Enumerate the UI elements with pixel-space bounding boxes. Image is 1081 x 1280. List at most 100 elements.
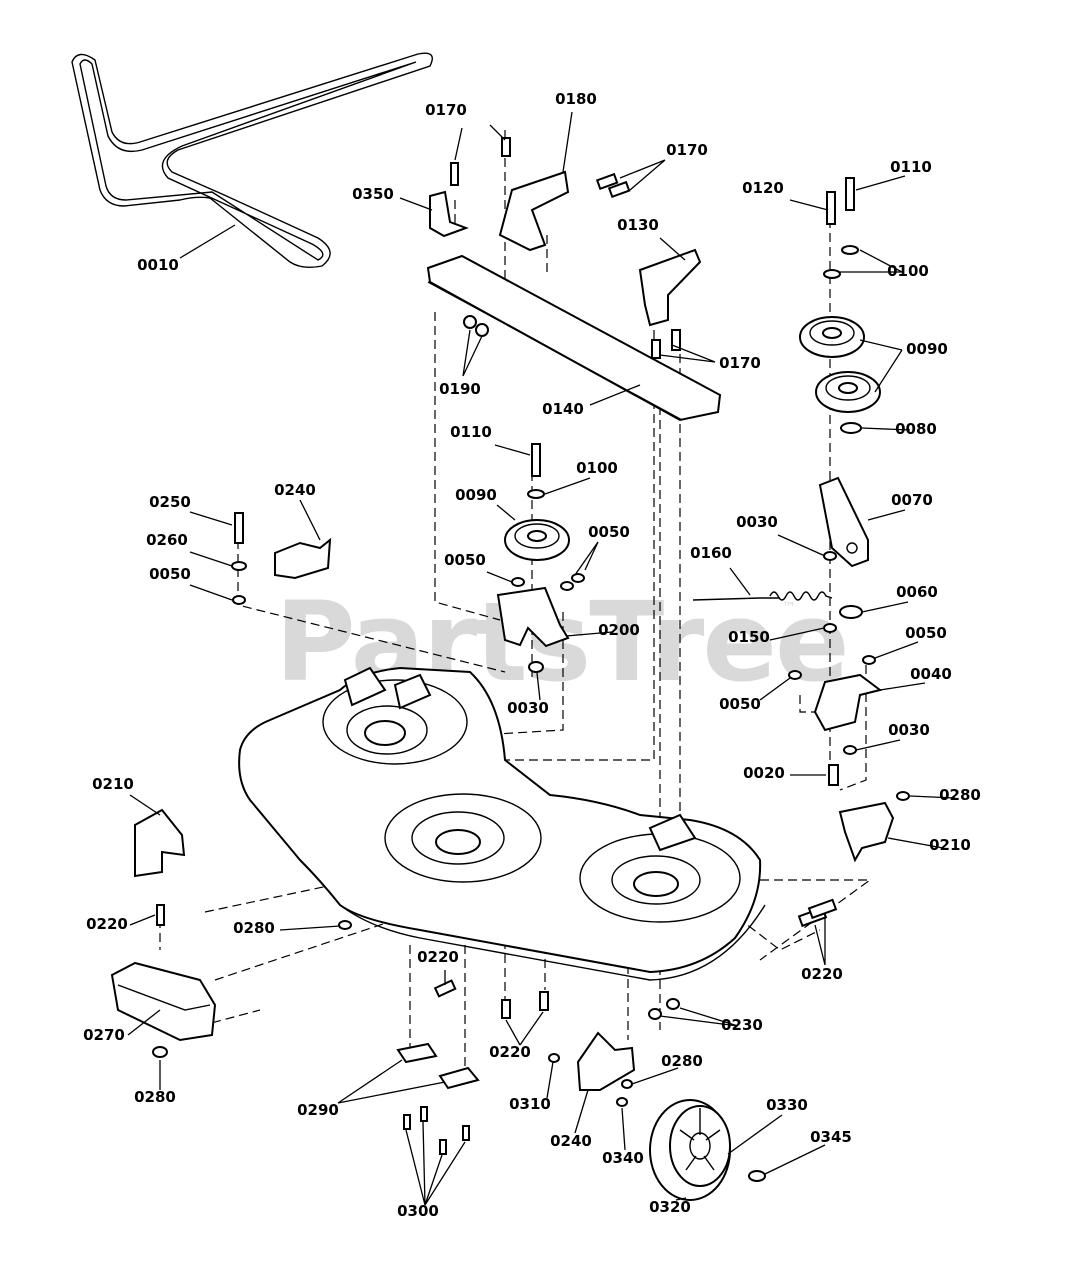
bolt-0170-top[interactable]: [450, 162, 459, 186]
nut-0280-right[interactable]: [896, 791, 910, 801]
screw-0300-a[interactable]: [403, 1114, 411, 1130]
nut-0050-center-c[interactable]: [571, 573, 585, 583]
pulley-0090-center[interactable]: [504, 519, 570, 561]
belt-0010[interactable]: [71, 52, 433, 269]
part-label-0040[interactable]: 0040: [910, 665, 952, 683]
bracket-0180[interactable]: [498, 170, 570, 252]
part-label-0300[interactable]: 0300: [397, 1202, 439, 1220]
bolt-0220-center[interactable]: [433, 979, 457, 998]
part-label-0240[interactable]: 0240: [274, 481, 316, 499]
part-label-0030[interactable]: 0030: [507, 699, 549, 717]
part-label-0170[interactable]: 0170: [719, 354, 761, 372]
bolt-0170-right[interactable]: [671, 329, 681, 351]
part-label-0220[interactable]: 0220: [86, 915, 128, 933]
nut-0030-lower[interactable]: [843, 745, 857, 755]
part-label-0010[interactable]: 0010: [137, 256, 179, 274]
part-label-0190[interactable]: 0190: [439, 380, 481, 398]
part-label-0240[interactable]: 0240: [550, 1132, 592, 1150]
part-label-0260[interactable]: 0260: [146, 531, 188, 549]
nut-0310[interactable]: [548, 1053, 560, 1063]
part-label-0320[interactable]: 0320: [649, 1198, 691, 1216]
part-label-0030[interactable]: 0030: [888, 721, 930, 739]
pulley-0090-right-lower[interactable]: [815, 371, 881, 413]
nut-0050-right-a[interactable]: [862, 655, 876, 665]
spring-0160[interactable]: [692, 591, 833, 601]
nut-0030-center[interactable]: [528, 661, 544, 673]
part-label-0270[interactable]: 0270: [83, 1026, 125, 1044]
part-label-0210[interactable]: 0210: [92, 775, 134, 793]
part-label-0140[interactable]: 0140: [542, 400, 584, 418]
part-label-0130[interactable]: 0130: [617, 216, 659, 234]
part-label-0150[interactable]: 0150: [728, 628, 770, 646]
pulley-0090-right-upper[interactable]: [799, 316, 865, 358]
part-label-0280[interactable]: 0280: [939, 786, 981, 804]
part-label-0060[interactable]: 0060: [896, 583, 938, 601]
part-label-0030[interactable]: 0030: [736, 513, 778, 531]
part-label-0100[interactable]: 0100: [576, 459, 618, 477]
part-label-0170[interactable]: 0170: [425, 101, 467, 119]
nut-0150[interactable]: [823, 623, 837, 633]
bolt-0250[interactable]: [234, 512, 244, 544]
part-label-0050[interactable]: 0050: [905, 624, 947, 642]
part-label-0110[interactable]: 0110: [450, 423, 492, 441]
bracket-0040[interactable]: [813, 673, 883, 732]
washer-0080[interactable]: [840, 422, 862, 434]
nut-0280-deck[interactable]: [338, 920, 352, 930]
screw-0300-b[interactable]: [420, 1106, 428, 1122]
bolt-0170-side-a[interactable]: [595, 172, 619, 191]
nut-0190-b[interactable]: [475, 323, 489, 337]
part-label-0070[interactable]: 0070: [891, 491, 933, 509]
part-label-0345[interactable]: 0345: [810, 1128, 852, 1146]
nut-0280-wheel[interactable]: [621, 1079, 633, 1089]
bolt-0220-right-b[interactable]: [807, 898, 838, 920]
bolt-0220-lower-b[interactable]: [539, 991, 549, 1011]
washer-0100-center[interactable]: [527, 489, 545, 499]
bracket-0240-lower[interactable]: [576, 1031, 636, 1091]
part-label-0080[interactable]: 0080: [895, 420, 937, 438]
part-label-0220[interactable]: 0220: [801, 965, 843, 983]
part-label-0310[interactable]: 0310: [509, 1095, 551, 1113]
bracket-0210-left[interactable]: [134, 808, 186, 878]
part-label-0050[interactable]: 0050: [588, 523, 630, 541]
part-label-0280[interactable]: 0280: [661, 1052, 703, 1070]
nut-0230-b[interactable]: [666, 998, 680, 1010]
part-label-0200[interactable]: 0200: [598, 621, 640, 639]
screw-0300-d[interactable]: [462, 1125, 470, 1141]
washer-0060[interactable]: [839, 605, 863, 619]
bracket-0130[interactable]: [638, 248, 702, 327]
nut-0050-right-b[interactable]: [788, 670, 802, 680]
nut-0230-a[interactable]: [648, 1008, 662, 1020]
bolt-0170-right-b[interactable]: [651, 339, 661, 359]
part-label-0110[interactable]: 0110: [890, 158, 932, 176]
nut-0030-right[interactable]: [823, 551, 837, 561]
deck-bar-0140[interactable]: [426, 254, 722, 422]
part-label-0330[interactable]: 0330: [766, 1096, 808, 1114]
part-label-0050[interactable]: 0050: [149, 565, 191, 583]
part-label-0160[interactable]: 0160: [690, 544, 732, 562]
washer-0260[interactable]: [231, 561, 247, 571]
bracket-0240-upper[interactable]: [274, 537, 332, 580]
bracket-0350[interactable]: [429, 190, 469, 238]
bolt-0120[interactable]: [826, 191, 836, 225]
nut-0050-left[interactable]: [232, 595, 246, 605]
part-label-0350[interactable]: 0350: [352, 185, 394, 203]
part-label-0220[interactable]: 0220: [417, 948, 459, 966]
clip-0345[interactable]: [748, 1170, 766, 1182]
nut-0050-center-b[interactable]: [560, 581, 574, 591]
part-label-0020[interactable]: 0020: [743, 764, 785, 782]
bolt-0340[interactable]: [616, 1097, 628, 1107]
part-label-0090[interactable]: 0090: [906, 340, 948, 358]
bolt-0110-right[interactable]: [845, 177, 855, 211]
part-label-0250[interactable]: 0250: [149, 493, 191, 511]
part-label-0280[interactable]: 0280: [134, 1088, 176, 1106]
plate-0290-a[interactable]: [396, 1042, 438, 1064]
part-label-0050[interactable]: 0050: [444, 551, 486, 569]
idler-arm-0070[interactable]: [818, 476, 869, 568]
part-label-0220[interactable]: 0220: [489, 1043, 531, 1061]
bracket-0200[interactable]: [496, 586, 570, 648]
plate-0290-b[interactable]: [438, 1066, 480, 1090]
bracket-0210-right[interactable]: [838, 801, 895, 863]
washer-0100-right-a[interactable]: [841, 245, 859, 255]
mower-deck[interactable]: [238, 666, 766, 981]
part-label-0340[interactable]: 0340: [602, 1149, 644, 1167]
